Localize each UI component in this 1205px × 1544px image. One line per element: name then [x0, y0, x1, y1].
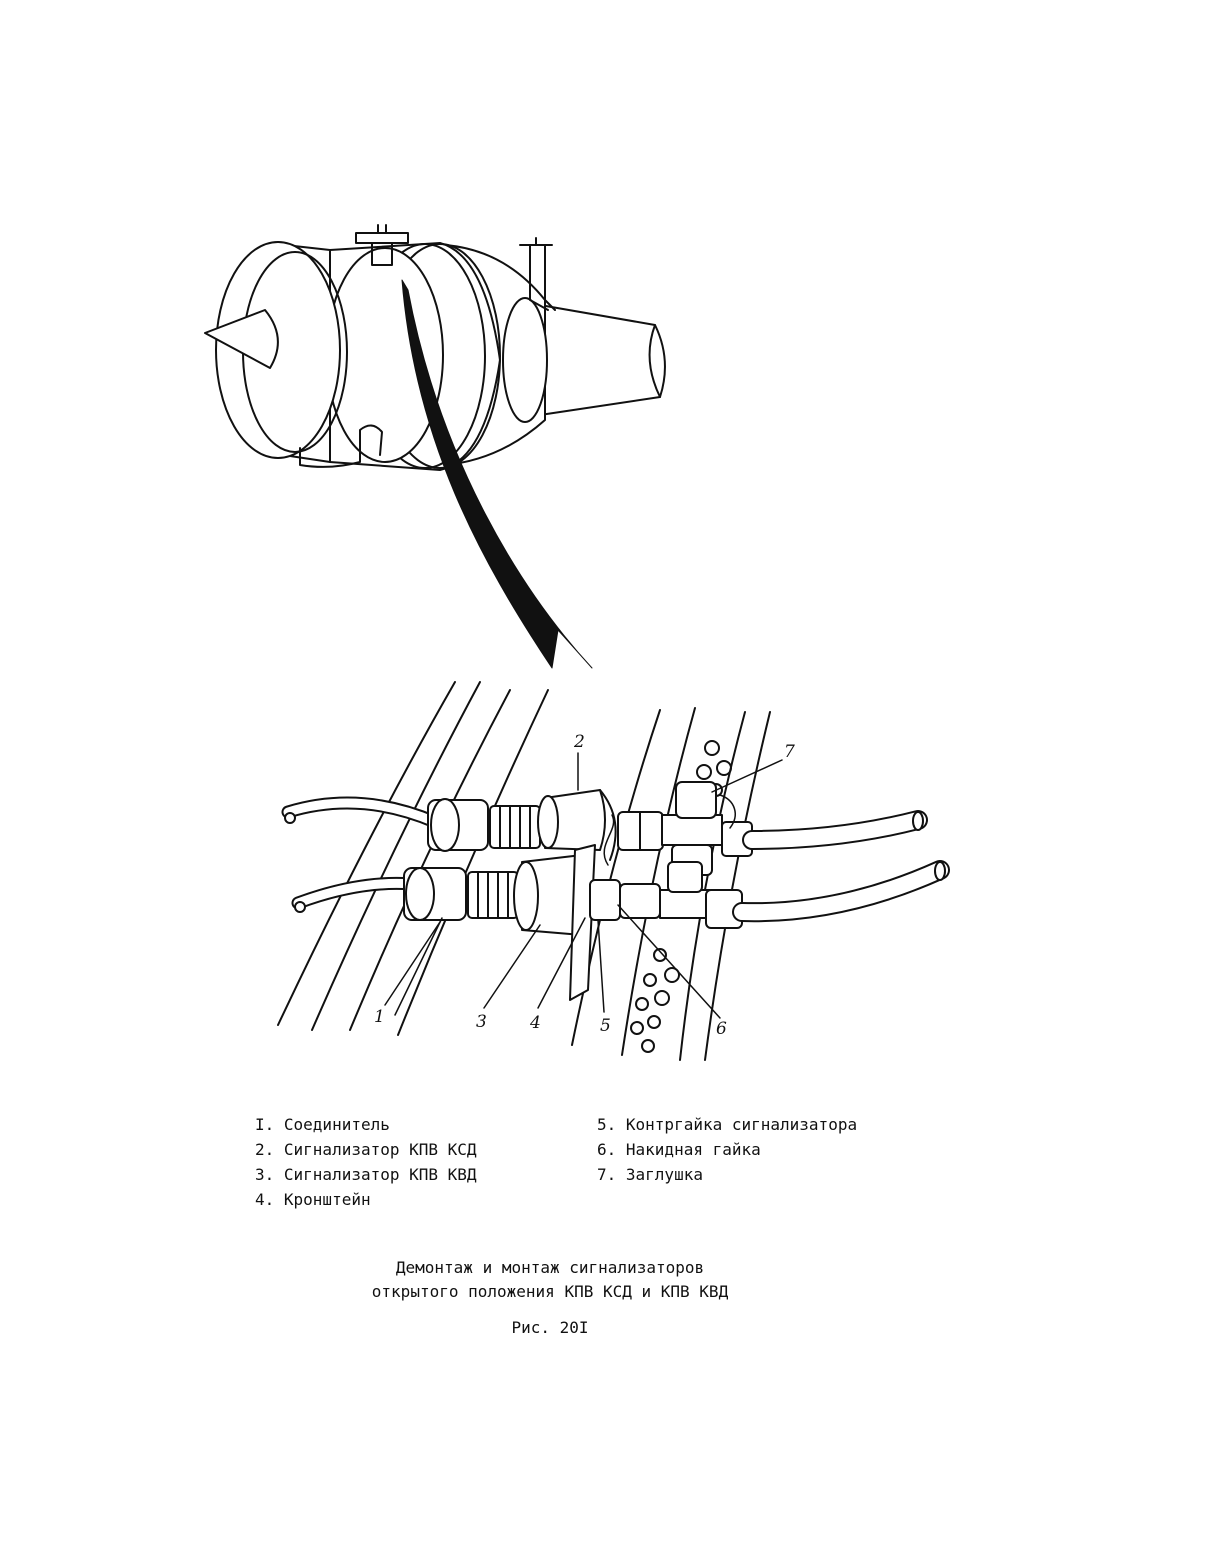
legend-item-connector: I. Соединитель: [255, 1115, 390, 1134]
caption-line-2: открытого положения КПВ КСД и КПВ КВД: [371, 1282, 729, 1301]
detail-drawing: [277, 681, 950, 1061]
legend-item-union-nut: 6. Накидная гайка: [597, 1140, 761, 1159]
legend-item-bracket: 4. Кронштейн: [255, 1190, 371, 1209]
callout-3: 3: [476, 1012, 487, 1032]
legend-item-locknut: 5. Контргайка сигнализатора: [597, 1115, 858, 1134]
engine-drawing: [204, 224, 666, 471]
pointer-arrow: [401, 279, 593, 669]
technical-illustration: 1 2 3 4 5 6 7: [204, 224, 950, 1061]
legend-item-signalizer-kvd: 3. Сигнализатор КПВ КВД: [255, 1165, 477, 1184]
callout-5: 5: [600, 1016, 611, 1036]
legend-item-plug: 7. Заглушка: [597, 1165, 703, 1184]
legend-right: 5. Контргайка сигнализатора 6. Накидная …: [597, 1112, 857, 1187]
callout-2: 2: [573, 732, 585, 752]
callout-6: 6: [716, 1019, 727, 1039]
caption-line-1: Демонтаж и монтаж сигнализаторов: [395, 1258, 705, 1277]
legend-item-signalizer-ksd: 2. Сигнализатор КПВ КСД: [255, 1140, 477, 1159]
callout-1: 1: [374, 1007, 385, 1027]
callout-4: 4: [529, 1013, 541, 1033]
legend-left: I. Соединитель 2. Сигнализатор КПВ КСД 3…: [255, 1112, 477, 1212]
callout-7: 7: [784, 742, 795, 762]
figure-number: Рис. 20I: [511, 1318, 589, 1337]
